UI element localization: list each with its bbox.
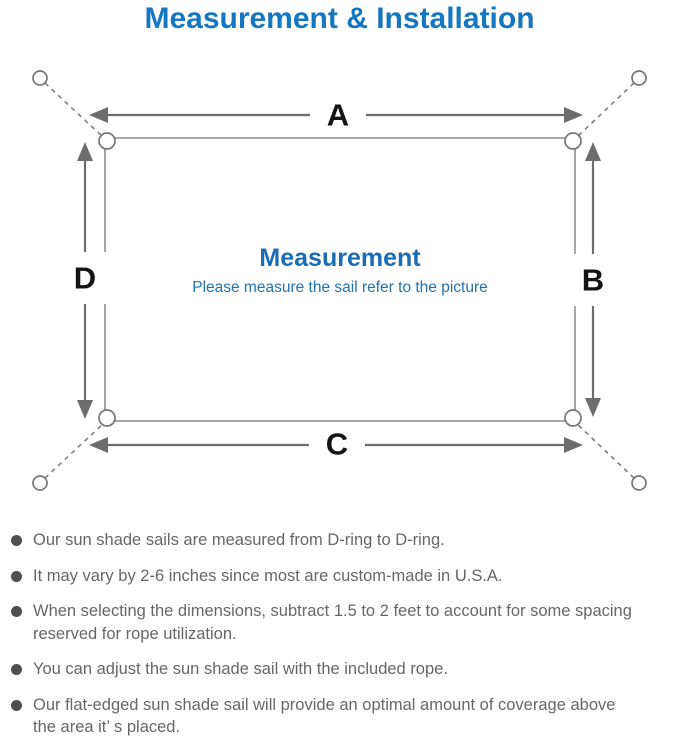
bullet-icon [11,664,22,675]
note-text: Our sun shade sails are measured from D-… [33,531,445,549]
bullet-icon [11,570,22,582]
bullet-icon [11,699,22,711]
arrow-d-head-up [77,142,93,161]
diagram-heading: Measurement [259,244,421,272]
corner-d-ring-top-left [98,132,116,150]
rope-line-top-left [44,82,104,138]
arrow-a-head-right [564,107,583,123]
arrow-b-head-down [585,398,601,417]
arrow-a-label-gap [310,96,366,134]
note-text: You can adjust the sun shade sail with t… [33,660,448,678]
arrow-c-head-right [564,437,583,453]
bullet-icon [11,535,22,546]
page-title: Measurement & Installation [144,2,535,35]
anchor-ring-top-right [631,70,647,86]
corner-d-ring-bottom-left [98,409,116,427]
anchor-ring-bottom-right [631,475,647,491]
dimension-label-d: D [74,261,96,296]
note-text: Our flat-edged sun shade sail will provi… [33,695,616,714]
note-item: Our flat-edged sun shade sail will provi… [11,694,671,739]
arrow-d-head-down [77,400,93,419]
rope-line-bottom-right [576,423,635,479]
arrow-a-head-left [89,107,108,123]
rope-line-top-right [576,82,635,138]
arrow-c-label-gap [309,426,365,464]
arrow-c-head-left [89,437,108,453]
corner-d-ring-top-right [564,132,582,150]
arrow-b-head-up [585,142,601,161]
dimension-label-a: A [327,98,349,133]
note-text: When selecting the dimensions, subtract … [33,602,632,620]
rope-line-bottom-left [44,423,104,479]
note-text: reserved for rope utilization. [33,624,237,643]
note-item: When selecting the dimensions, subtract … [11,600,671,645]
diagram-subheading: Please measure the sail refer to the pic… [192,279,488,296]
note-text: the area it’ s placed. [33,718,181,736]
note-text: It may vary by 2-6 inches since most are… [33,566,503,585]
dimension-label-b: B [582,263,604,298]
arrow-d-label-gap [64,252,106,304]
note-item: Our sun shade sails are measured from D-… [11,529,671,552]
dimension-label-c: C [326,427,348,462]
anchor-ring-top-left [32,70,48,86]
bullet-icon [11,606,22,617]
notes-list: Our sun shade sails are measured from D-… [11,529,671,752]
measurement-diagram: A C D B Measurement Please measure the s… [32,70,647,491]
note-item: You can adjust the sun shade sail with t… [11,658,671,681]
arrow-b-label-gap [572,254,614,306]
note-item: It may vary by 2-6 inches since most are… [11,565,671,588]
anchor-ring-bottom-left [32,475,48,491]
corner-d-ring-bottom-right [564,409,582,427]
